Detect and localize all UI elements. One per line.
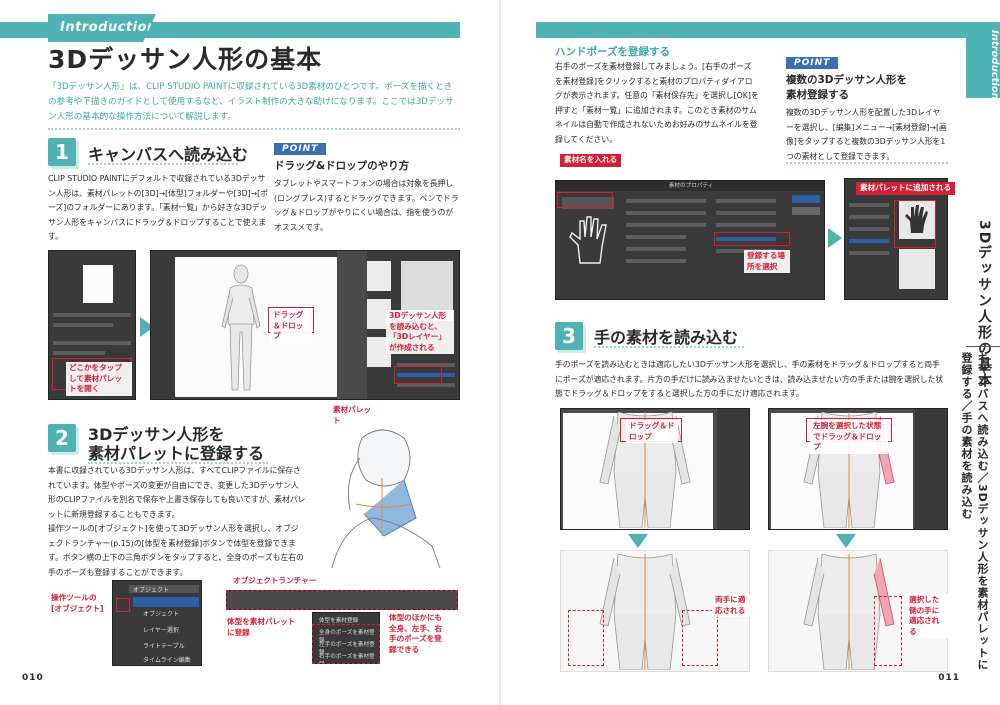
hand-thumbnail-icon xyxy=(569,216,607,264)
callout-register-body: 体型を素材パレットに登録 xyxy=(224,616,304,639)
side-title: 3Dデッサン人形の基本 xyxy=(976,220,992,390)
mannequin-sketch xyxy=(331,429,441,569)
point-box-drag: POINT ドラッグ&ドロップのやり方 タブレットやスマートフォンの場合は対象を… xyxy=(274,136,460,235)
page-number-right: 011 xyxy=(938,673,960,683)
divider xyxy=(594,346,744,348)
callout-object-tool: 操作ツールの[オブジェクト] xyxy=(48,592,110,615)
hand-pose-heading: ハンドポーズを登録する xyxy=(555,46,670,58)
step-2-number: 2 xyxy=(48,424,76,452)
step-1-body: CLIP STUDIO PAINTにデフォルトで収録されている3Dデッサン人形は… xyxy=(48,174,269,241)
hand-icon xyxy=(905,205,928,233)
tool-menu-item[interactable]: レイヤー選択 xyxy=(143,627,179,634)
callout-frame xyxy=(116,598,130,612)
callout-selected-hand: 選択した側の手に適応される xyxy=(906,594,948,638)
step-2-title-line1: 3Dデッサン人形を xyxy=(88,425,225,444)
launcher-menu-item[interactable]: 体型を素材登録 xyxy=(319,618,359,624)
callout-save-location: 登録する場所を選択 xyxy=(744,250,790,273)
tool-header: オブジェクト xyxy=(133,587,170,594)
mannequin-result-both xyxy=(599,554,691,670)
side-subtitle: キャンバスへ読み込む／3Dデッサン人形を素材パレットに登録する／手の素材を読み込… xyxy=(960,352,989,671)
point-tag: POINT xyxy=(274,143,327,155)
mannequin-result-selected xyxy=(803,554,895,670)
header-bar-right xyxy=(536,22,966,38)
side-divider xyxy=(966,346,1000,347)
callout-frame xyxy=(682,610,718,666)
point-title: ドラッグ&ドロップのやり方 xyxy=(274,160,410,172)
callout-left-arm-selected: 左腕を選択した状態でドラッグ＆ドロップ xyxy=(810,420,888,454)
point-text: タブレットやスマートフォンの場合は対象を長押し(ロングプレス)するとドラッグでき… xyxy=(274,179,459,232)
divider xyxy=(88,163,238,165)
step-2-body: 本書に収録されている3Dデッサン人形は、すべてCLIPファイルに保存されています… xyxy=(48,466,306,577)
callout-launcher: オブジェクトランチャー xyxy=(230,575,330,588)
callout-open-palette: どこかをタップして素材パレットを開く xyxy=(66,362,132,396)
introduction-tab: Introduction xyxy=(48,14,156,42)
point-text: 複数の3Dデッサン人形を配置した3Dレイヤーを選択し、[編集]メニュー→[素材登… xyxy=(786,108,947,161)
step-1-number: 1 xyxy=(48,138,76,166)
divider xyxy=(48,128,460,130)
callout-drag-drop-right: ドラッグ＆ドロップ xyxy=(626,420,678,443)
callout-material-palette: 素材パレット xyxy=(330,404,378,427)
dialog-title: 素材のプロパティ xyxy=(556,181,824,191)
callout-frame xyxy=(894,200,936,248)
divider xyxy=(786,162,948,164)
callout-frame xyxy=(874,596,902,666)
callout-drag-drop: ドラッグ＆ドロップ xyxy=(270,309,312,343)
point-title-line2: 素材登録する xyxy=(786,89,849,101)
step-2-title-line2: 素材パレットに登録する xyxy=(88,444,265,463)
callout-material-name: 素材名を入れる xyxy=(560,154,622,167)
callout-frame xyxy=(312,624,380,664)
step-1-title: キャンバスへ読み込む xyxy=(88,145,249,164)
divider xyxy=(88,462,268,464)
side-introduction-tab: Introduction xyxy=(966,22,1000,100)
point-tag: POINT xyxy=(786,57,839,69)
callout-frame xyxy=(568,610,604,666)
tool-menu-item[interactable]: タイムライン編集 xyxy=(143,657,191,664)
step-3-number: 3 xyxy=(555,322,583,350)
callout-3d-layer: 3Dデッサン人形を読み込むと、「3Dレイヤー」が作成される xyxy=(386,310,454,354)
tool-menu-item[interactable]: ライトテーブル xyxy=(143,643,185,650)
callout-frame xyxy=(394,366,442,384)
lead-paragraph: 「3Dデッサン人形」は、CLIP STUDIO PAINTに収録されている3D素… xyxy=(48,82,454,122)
launcher-menu-item[interactable]: 全身のポーズを素材登録 xyxy=(319,630,375,644)
launcher-menu-item[interactable]: 左手のポーズを素材登録 xyxy=(319,642,375,656)
page-number-left: 010 xyxy=(22,673,44,683)
point-box-multiple: POINT 複数の3Dデッサン人形を 素材登録する 複数の3Dデッサン人形を配置… xyxy=(786,50,948,164)
arrow-right-icon xyxy=(828,228,842,248)
callout-both-hands: 両手に適応される xyxy=(712,594,752,617)
tool-screenshot: オブジェクト オブジェクト レイヤー選択 ライトテーブル タイムライン編集 xyxy=(112,580,202,666)
mannequin-figure xyxy=(221,264,261,391)
step-3-body: 手のポーズを読み込むときは適応したい3Dデッサン人形を選択し、手の素材をドラッグ… xyxy=(555,360,944,398)
material-properties-dialog: 素材のプロパティ xyxy=(555,180,825,300)
step-3-title: 手の素材を読み込む xyxy=(594,328,739,347)
callout-frame xyxy=(714,232,790,246)
arrow-down-icon xyxy=(628,534,648,548)
launcher-menu-item[interactable]: 右手のポーズを素材登録 xyxy=(319,654,375,663)
callout-register-pose: 体型のほかにも全身、左手、右手のポーズを登録できる xyxy=(386,612,452,656)
arrow-down-icon xyxy=(836,534,856,548)
callout-added: 素材パレットに追加される xyxy=(856,182,956,195)
hand-pose-body: 右手のポーズを素材登録してみましょう。[右手のポーズを素材登録]をクリックすると… xyxy=(555,62,759,144)
material-palette-screenshot xyxy=(844,178,948,300)
launcher-menu: 体型を素材登録 全身のポーズを素材登録 左手のポーズを素材登録 右手のポーズを素… xyxy=(312,612,380,664)
gutter xyxy=(499,0,501,705)
point-title-line1: 複数の3Dデッサン人形を xyxy=(786,74,908,86)
callout-frame xyxy=(226,590,458,610)
callout-frame xyxy=(557,192,613,208)
tool-menu-item[interactable]: オブジェクト xyxy=(143,611,180,618)
page-title: 3Dデッサン人形の基本 xyxy=(48,45,323,74)
